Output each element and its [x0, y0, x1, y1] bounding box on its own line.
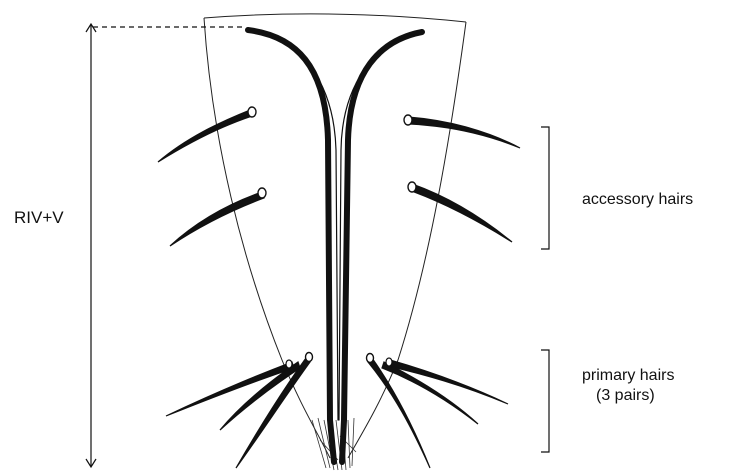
- hair-socket-icon: [306, 353, 313, 362]
- hair-socket-icon: [248, 107, 256, 117]
- hair-socket-icon: [286, 360, 292, 368]
- primary-hairs-count-label: (3 pairs): [596, 386, 655, 406]
- length-arrow: [86, 24, 246, 467]
- primary-hairs-label: primary hairs: [582, 366, 674, 386]
- hair-socket-icon: [367, 354, 374, 363]
- hair-socket-icon: [258, 188, 266, 198]
- primary-hairs-bracket: [541, 350, 549, 452]
- accessory-hairs-left: [158, 107, 266, 246]
- hair-socket-icon: [404, 115, 412, 125]
- accessory-hairs-right: [404, 115, 520, 242]
- primary-hairs-left: [166, 353, 313, 469]
- primary-hairs-right: [367, 354, 509, 469]
- segment-length-label: RIV+V: [14, 208, 64, 228]
- accessory-hairs-bracket: [541, 127, 549, 249]
- hair-socket-icon: [408, 182, 416, 192]
- accessory-hairs-label: accessory hairs: [582, 190, 693, 210]
- segment-outline: [204, 14, 466, 458]
- hair-socket-icon: [386, 358, 392, 366]
